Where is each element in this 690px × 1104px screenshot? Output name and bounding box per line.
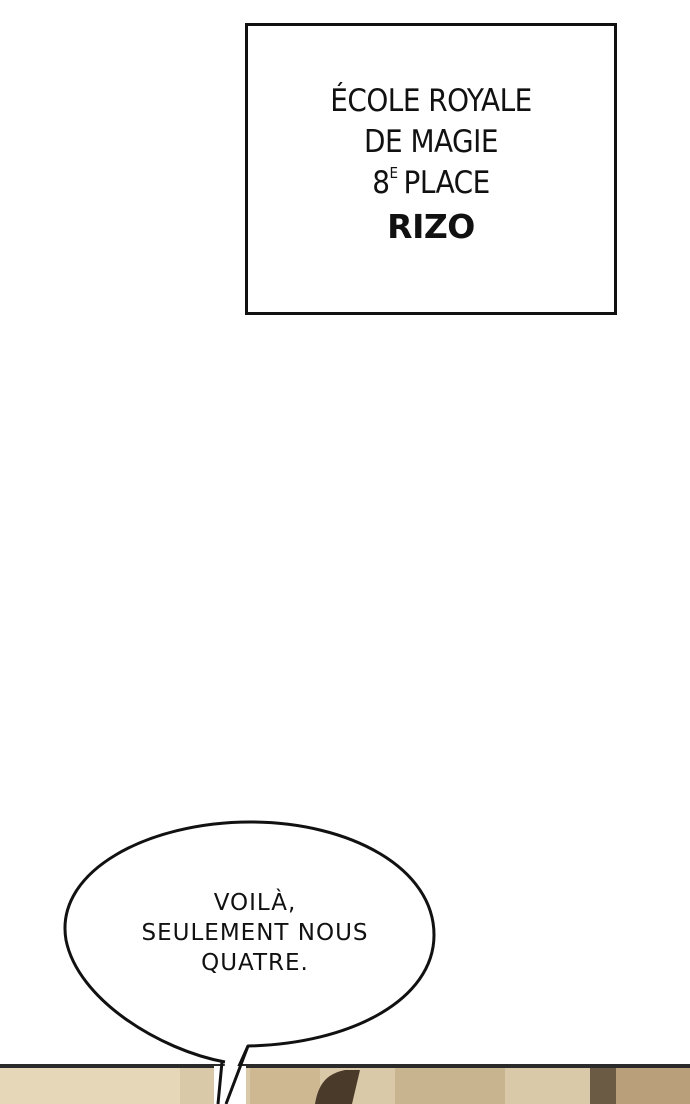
scene-background-art [0,1064,690,1104]
scene-panel-top [0,1064,690,1104]
caption-rank-word: PLACE [403,164,491,201]
caption-school-line-2: DE MAGIE [363,123,499,160]
caption-rank-number: 8 [372,164,390,201]
caption-school-line-1: ÉCOLE ROYALE [330,82,532,119]
speech-line-1: VOILÀ, [213,890,297,916]
caption-character-name: RIZO [387,206,475,246]
caption-rank-superscript: E [389,163,399,182]
caption-rank: 8 E PLACE [372,163,491,204]
speech-line-3: QUATRE. [201,950,309,976]
caption-box: ÉCOLE ROYALE DE MAGIE 8 E PLACE RIZO [245,23,617,315]
speech-line-2: SEULEMENT NOUS [141,920,369,946]
speech-bubble-text: VOILÀ, SEULEMENT NOUS QUATRE. [90,888,420,978]
